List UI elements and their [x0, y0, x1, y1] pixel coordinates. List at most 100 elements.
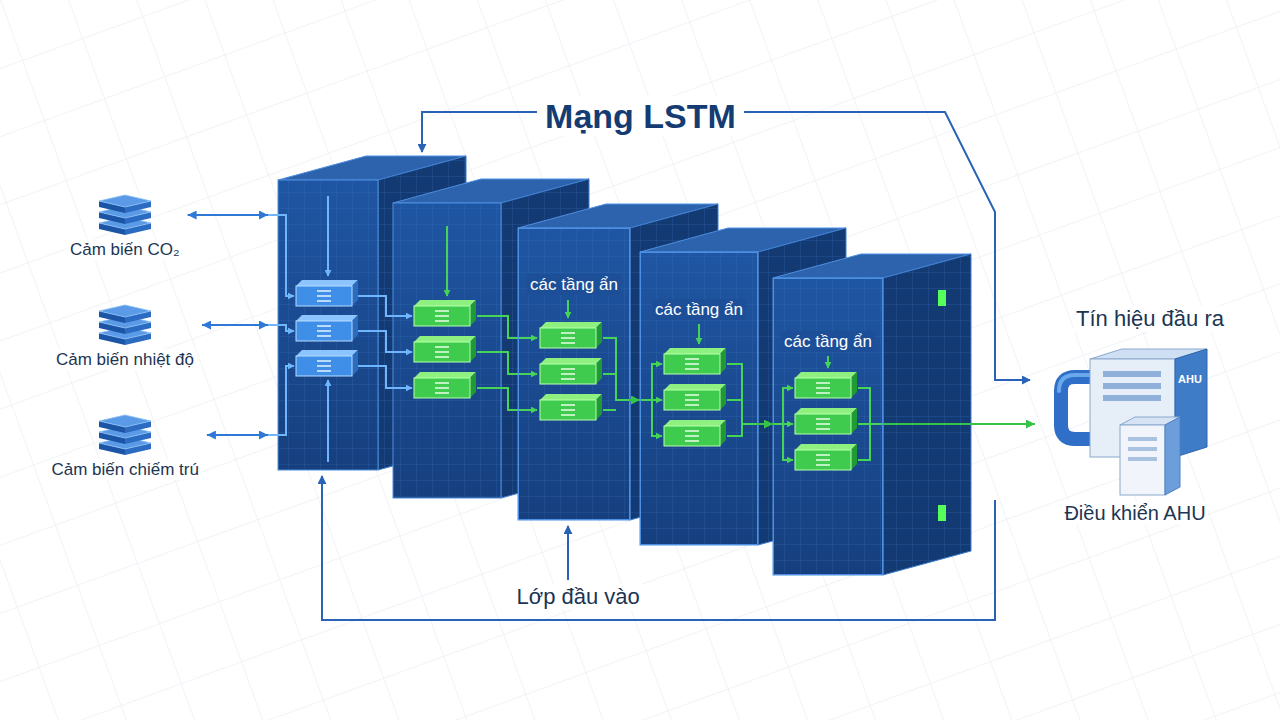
wire [727, 399, 742, 401]
rack-front [278, 180, 378, 470]
sensor-label: Cảm biến nhiệt độ [54, 349, 196, 370]
wire [783, 388, 793, 424]
rack-grid [640, 252, 758, 545]
lstm-cell [664, 420, 726, 446]
wire [858, 423, 870, 425]
status-light [938, 290, 946, 306]
lstm-cell [795, 372, 857, 398]
rack [773, 254, 971, 575]
wire [268, 325, 294, 331]
hidden-layer-block: các tầng ẩn [773, 278, 883, 575]
wire [477, 388, 537, 410]
hidden-layer-block: các tầng ẩn [640, 252, 758, 545]
wire [358, 296, 412, 316]
wire [603, 373, 616, 375]
feedback-line [322, 476, 995, 620]
rack-side [883, 254, 971, 575]
lstm-cell [540, 322, 602, 348]
signal-connector [758, 423, 773, 425]
wire [858, 424, 870, 460]
signal-connector [202, 324, 268, 326]
wire [603, 409, 616, 411]
vent [1128, 457, 1157, 461]
rack-grid [278, 180, 378, 470]
hidden-layer-block: các tầng ẩn [518, 228, 630, 520]
wire [268, 215, 294, 296]
wire [567, 300, 569, 318]
vent [1128, 437, 1157, 441]
lstm-cell [795, 408, 857, 434]
input-arrow [567, 526, 569, 580]
sensor-label: Cảm biến chiếm trú [50, 459, 201, 480]
lstm-cell [664, 384, 726, 410]
rack-grid [393, 203, 501, 498]
sensor-node: Cảm biến CO₂ [62, 189, 188, 264]
unit-label: Điều khiển AHU [1062, 501, 1207, 525]
connectors [188, 215, 1035, 435]
rack-front [393, 203, 501, 498]
vent [1128, 447, 1157, 451]
lstm-cell [414, 300, 476, 326]
lstm-cell [540, 358, 602, 384]
layer-label: các tầng ẩn [781, 331, 875, 352]
rack-grid [883, 254, 971, 575]
sensor-icon [99, 195, 151, 235]
vent [1103, 371, 1161, 377]
feedback-line [422, 112, 1030, 380]
wire [727, 364, 758, 424]
wire [358, 366, 412, 388]
wire [603, 338, 630, 400]
input-cell [296, 280, 358, 306]
box-side [1165, 417, 1180, 495]
sensor-icon [99, 305, 151, 345]
status-light [938, 505, 946, 521]
input-cell [296, 350, 358, 376]
diagram-label: Lớp đầu vào [514, 584, 643, 610]
signal-connector [188, 214, 268, 216]
signal-connector [883, 423, 1035, 425]
unit-label: AHU [1177, 373, 1203, 386]
label-holder: Tín hiệu đầu ra [1073, 306, 1227, 332]
internal-wires [268, 196, 883, 462]
signal-connector [630, 399, 640, 401]
box-front [1120, 425, 1165, 495]
wire [446, 226, 448, 296]
lstm-cell [664, 348, 726, 374]
sensor-node: Cảm biến nhiệt độ [48, 299, 202, 374]
wire [858, 388, 883, 424]
wire [358, 331, 412, 352]
diagram-label: Tín hiệu đầu ra [1073, 306, 1227, 332]
wire [652, 400, 662, 436]
rack-front [640, 252, 758, 545]
label-holder: Lớp đầu vào [514, 584, 643, 610]
wire [477, 316, 537, 338]
ahu-unit: AHU Điều khiển AHU [1035, 345, 1235, 529]
input-cell [296, 315, 358, 341]
wire [727, 424, 742, 436]
lstm-cell [414, 372, 476, 398]
lstm-cell [795, 444, 857, 470]
layer-label: các tầng ẩn [652, 299, 746, 320]
ahu-device [1059, 349, 1207, 495]
rack-grid [773, 278, 883, 575]
network-region: các tầng ẩn các tầng ẩn các tầng ẩn Mạng LS… [268, 92, 985, 580]
sensor-label: Cảm biến CO₂ [68, 239, 182, 260]
lstm-cell [540, 394, 602, 420]
wire [698, 324, 700, 344]
wire [327, 196, 329, 276]
signal-connector [207, 434, 268, 436]
wire [477, 352, 537, 374]
vent [1103, 383, 1161, 389]
rack-front [773, 278, 883, 575]
network-title: Mạng LSTM [537, 96, 744, 136]
sensor-node: Cảm biến chiếm trú [44, 409, 207, 484]
wire [827, 356, 829, 368]
vent [1103, 395, 1161, 401]
wire [783, 424, 793, 460]
wire [268, 366, 294, 435]
layer-label: các tầng ẩn [527, 274, 621, 295]
wire [327, 380, 329, 462]
